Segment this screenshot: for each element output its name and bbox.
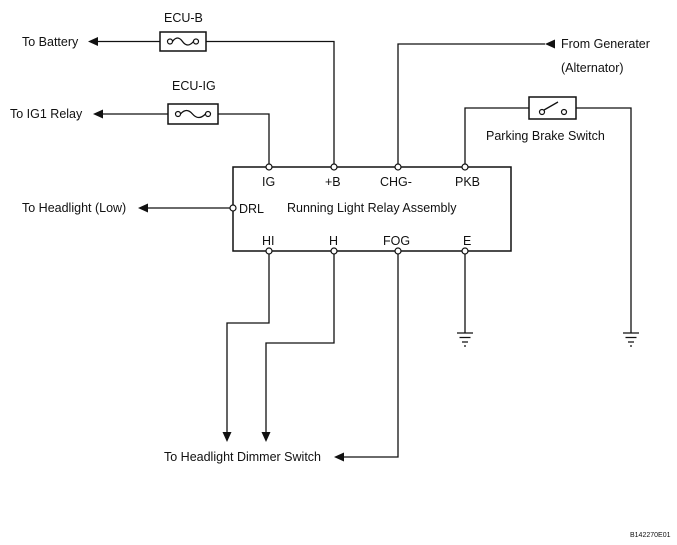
pin-label-b: +B — [325, 175, 341, 189]
wire-plus-b — [206, 40, 335, 164]
relay-assembly-title: Running Light Relay Assembly — [287, 201, 457, 215]
pin-label-fog: FOG — [383, 234, 410, 248]
fuse-ecu-b-icon — [159, 31, 207, 52]
terminal-e — [461, 247, 469, 255]
pin-label-h: H — [329, 234, 338, 248]
terminal-h — [330, 247, 338, 255]
fuse-ecu-b-label: ECU-B — [164, 11, 203, 25]
fuse-ecu-ig-label: ECU-IG — [172, 79, 216, 93]
arrow-hi — [222, 432, 232, 442]
wire-ig — [218, 113, 270, 164]
terminal-plus-b — [330, 163, 338, 171]
pin-label-pkb: PKB — [455, 175, 480, 189]
arrow-to-ig1-relay — [93, 109, 103, 119]
wire-pkb — [464, 107, 529, 164]
terminal-pkb — [461, 163, 469, 171]
label-to-dimmer-switch: To Headlight Dimmer Switch — [164, 450, 321, 464]
parking-brake-switch-icon — [528, 96, 577, 120]
ground-icon-e — [457, 332, 473, 347]
arrow-to-battery — [88, 37, 98, 46]
label-parking-brake-switch: Parking Brake Switch — [486, 129, 605, 143]
wire-hi — [226, 254, 270, 432]
wire-h — [265, 254, 335, 432]
label-alternator: (Alternator) — [561, 61, 624, 75]
arrow-fog — [334, 452, 344, 462]
ground-icon-parking-brake — [623, 332, 639, 347]
wire-fog — [343, 254, 399, 458]
terminal-drl — [229, 204, 237, 212]
label-to-battery: To Battery — [22, 35, 79, 49]
pin-label-drl: DRL — [239, 202, 264, 216]
fuse-ecu-ig-icon — [167, 103, 219, 125]
arrow-h — [261, 432, 271, 442]
arrow-to-headlight-low — [138, 203, 148, 213]
figure-code: B142270E01 — [630, 532, 671, 539]
pin-label-hi: HI — [262, 234, 275, 248]
pin-label-e: E — [463, 234, 471, 248]
terminal-chg — [394, 163, 402, 171]
label-to-ig1-relay: To IG1 Relay — [10, 107, 83, 121]
terminal-hi — [265, 247, 273, 255]
terminal-ig — [265, 163, 273, 171]
label-to-headlight-low: To Headlight (Low) — [22, 201, 126, 215]
pin-label-ig: IG — [262, 175, 275, 189]
relay-assembly-box — [232, 166, 512, 252]
wire-chg — [397, 43, 545, 164]
label-from-generator: From Generater — [561, 37, 650, 51]
arrow-from-generator — [545, 39, 555, 49]
terminal-fog — [394, 247, 402, 255]
pin-label-chg: CHG- — [380, 175, 412, 189]
wire-parking-brake-ground — [576, 107, 632, 333]
